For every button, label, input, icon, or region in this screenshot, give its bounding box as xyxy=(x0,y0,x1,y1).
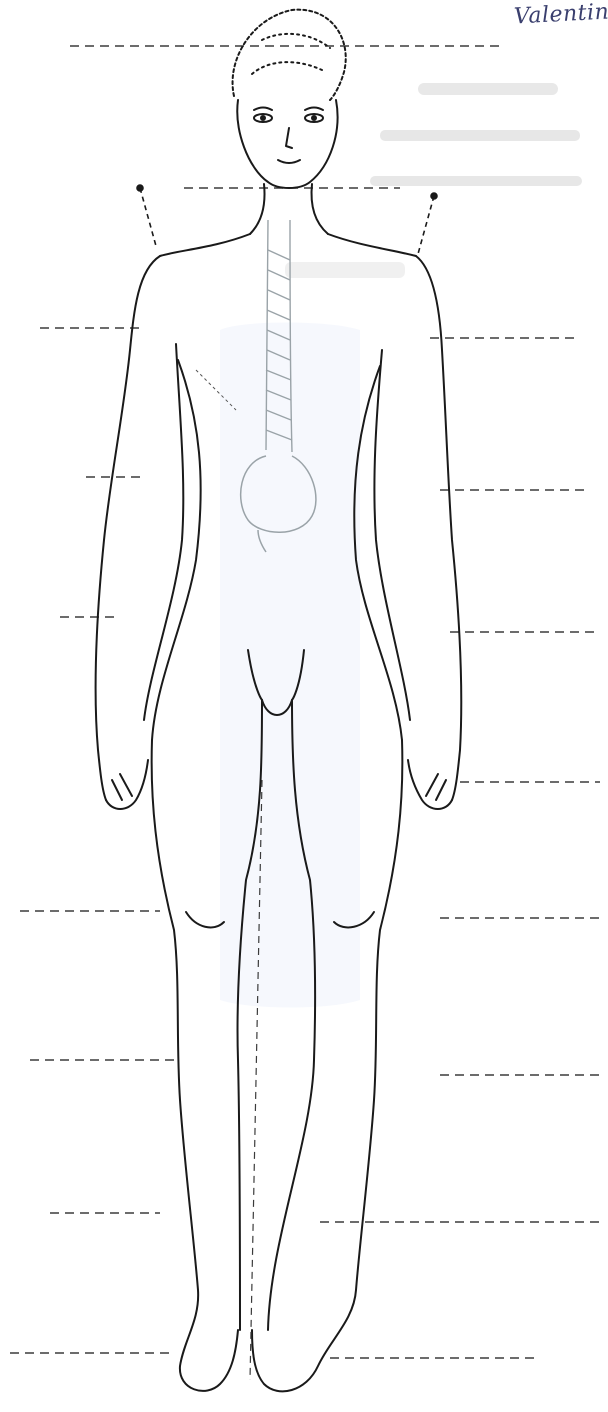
bleed-through-marks xyxy=(285,83,582,278)
shoulder-markers xyxy=(137,185,437,254)
nose-icon xyxy=(286,128,292,148)
face-outline xyxy=(237,100,337,188)
body-outline xyxy=(96,10,462,1392)
mouth-icon xyxy=(278,160,300,163)
body-tint xyxy=(220,323,360,1008)
handwritten-name: Valentin xyxy=(513,0,608,29)
hair-icon xyxy=(233,10,346,100)
